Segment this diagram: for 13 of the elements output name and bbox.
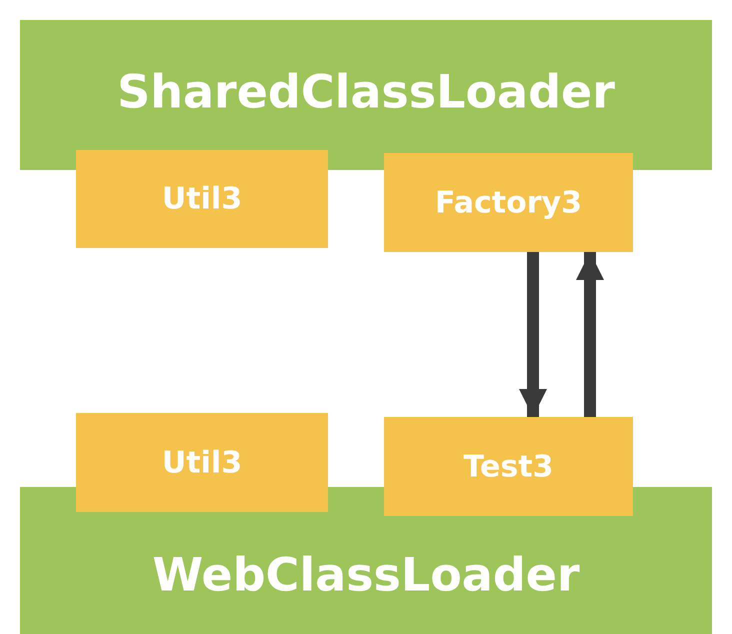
arrow [519, 252, 547, 417]
class-name: Test3 [464, 448, 554, 486]
band-title: WebClassLoader [152, 546, 580, 604]
class-name: Util3 [162, 444, 242, 482]
class-name: Factory3 [435, 184, 582, 222]
band-title: SharedClassLoader [117, 64, 615, 120]
class-box [384, 153, 633, 252]
class-box [76, 413, 328, 512]
loader-band [20, 20, 712, 170]
arrow [576, 252, 604, 417]
class-box [76, 150, 328, 248]
class-name: Util3 [162, 180, 242, 218]
class-box [384, 417, 633, 516]
